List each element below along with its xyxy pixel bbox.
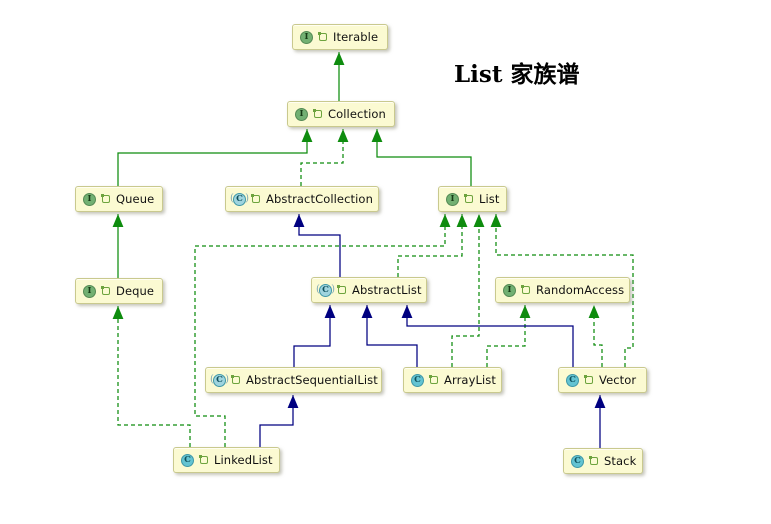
edge-arraylist-implements-randomaccess: [486, 305, 531, 367]
node-queue[interactable]: I Queue: [75, 186, 163, 212]
class-icon: C: [566, 373, 579, 387]
modifier-icon: [521, 285, 530, 294]
modifier-icon: [199, 455, 208, 464]
node-label: AbstractList: [352, 283, 422, 297]
node-label: Deque: [116, 284, 155, 298]
edge-abstractlist-extends-abstractcollection: [293, 214, 341, 277]
interface-icon: I: [446, 192, 459, 206]
interface-icon: I: [295, 107, 308, 121]
node-random-access[interactable]: I RandomAccess: [495, 277, 630, 303]
class-icon: C: [411, 373, 424, 387]
interface-icon: I: [300, 30, 313, 44]
abstract-class-icon: C: [210, 373, 229, 387]
modifier-icon: [101, 286, 110, 295]
modifier-icon: [231, 375, 240, 384]
node-label: Vector: [599, 373, 637, 387]
edge-arraylist-implements-list: [451, 214, 485, 367]
node-label: Queue: [116, 192, 155, 206]
interface-icon: I: [83, 192, 96, 206]
modifier-icon: [429, 375, 438, 384]
edge-queue-extends-collection: [117, 129, 313, 186]
node-collection[interactable]: I Collection: [287, 101, 395, 127]
node-label: ArrayList: [444, 373, 496, 387]
abstract-class-icon: C: [316, 283, 335, 297]
node-label: List: [479, 192, 500, 206]
edge-linkedlist-implements-deque: [112, 306, 191, 447]
node-label: Stack: [604, 454, 637, 468]
edge-vector-implements-list: [490, 214, 634, 367]
modifier-icon: [337, 285, 346, 294]
node-stack[interactable]: C Stack: [563, 448, 643, 474]
edge-vector-extends-abstractlist: [401, 305, 574, 367]
node-label: LinkedList: [214, 453, 273, 467]
node-abstract-sequential-list[interactable]: C AbstractSequentialList: [205, 367, 382, 393]
edge-arraylist-extends-abstractlist: [361, 305, 418, 367]
node-label: Collection: [328, 107, 386, 121]
modifier-icon: [318, 32, 327, 41]
node-list[interactable]: I List: [438, 186, 507, 212]
edge-linkedlist-extends-abstractsequentiallist: [259, 395, 299, 447]
modifier-icon: [313, 109, 322, 118]
node-label: AbstractCollection: [266, 192, 373, 206]
modifier-icon: [464, 194, 473, 203]
abstract-class-icon: C: [230, 192, 249, 206]
class-icon: C: [571, 454, 584, 468]
edge-abstractsequentiallist-extends-abstractlist: [293, 305, 336, 367]
class-icon: C: [181, 453, 194, 467]
edge-abstractcollection-implements-collection: [300, 129, 349, 186]
edge-linkedlist-implements-list: [194, 214, 451, 447]
node-iterable[interactable]: I Iterable: [292, 24, 388, 50]
node-abstract-list[interactable]: C AbstractList: [311, 277, 427, 303]
edge-abstractlist-implements-list: [397, 214, 468, 277]
modifier-icon: [101, 194, 110, 203]
node-label: Iterable: [333, 30, 379, 44]
interface-icon: I: [503, 283, 516, 297]
node-label: AbstractSequentialList: [246, 373, 378, 387]
node-linked-list[interactable]: C LinkedList: [173, 447, 280, 473]
interface-icon: I: [83, 284, 96, 298]
edge-vector-implements-randomaccess: [588, 305, 603, 367]
node-vector[interactable]: C Vector: [558, 367, 647, 393]
node-array-list[interactable]: C ArrayList: [403, 367, 502, 393]
node-abstract-collection[interactable]: C AbstractCollection: [225, 186, 379, 212]
modifier-icon: [584, 375, 593, 384]
modifier-icon: [251, 194, 260, 203]
diagram-title: List 家族谱: [454, 61, 580, 88]
edge-list-extends-collection: [371, 129, 472, 186]
modifier-icon: [589, 456, 598, 465]
node-deque[interactable]: I Deque: [75, 278, 163, 304]
node-label: RandomAccess: [536, 283, 625, 297]
